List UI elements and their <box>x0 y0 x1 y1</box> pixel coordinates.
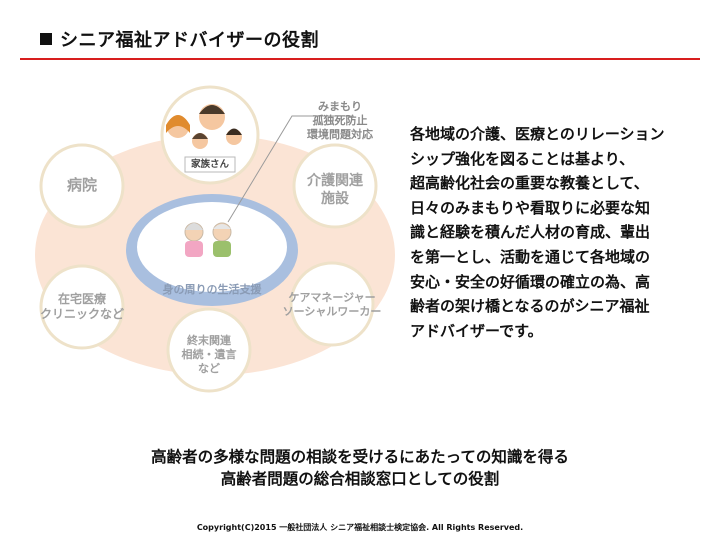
copyright-notice: Copyright(C)2015 一般社団法人 シニア福祉相談士検定協会. Al… <box>196 523 524 532</box>
end-of-life-label: 終末関連 相続・遺言 など <box>181 334 237 375</box>
inner-label: 身の周りの生活支援 <box>162 283 262 296</box>
hospital-label: 病院 <box>66 176 97 194</box>
mimamori-connector <box>227 115 352 223</box>
page-title: シニア福祉アドバイザーの役割 <box>40 26 319 52</box>
description-text: 各地域の介護、医療とのリレーション シップ強化を図ることは基より、 超高齢化社会… <box>410 125 665 340</box>
inner-core <box>137 202 287 292</box>
hospital-bubble <box>39 143 125 229</box>
role-summary: 高齢者の多様な問題の相談を受けるにあたっての知識を得る 高齢者問題の総合相談窓口… <box>151 448 569 488</box>
care-facility-bubble <box>292 143 378 229</box>
end-of-life-bubble <box>166 307 252 393</box>
family-label-box <box>184 156 236 173</box>
family-icon <box>166 104 242 149</box>
care-manager-label: ケアマネージャー ソーシャルワーカー <box>282 291 382 318</box>
home-care-label: 在宅医療 クリニックなど <box>39 292 124 321</box>
care-manager-bubble <box>289 261 375 347</box>
family-label: 家族さん <box>190 159 229 170</box>
home-care-bubble <box>39 264 125 350</box>
title-square-icon <box>40 33 52 45</box>
mimamori-label: みまもり 孤独死防止 環境問題対応 <box>307 100 373 141</box>
title-divider <box>20 58 700 60</box>
care-facility-label: 介護関連 施設 <box>307 173 363 207</box>
elderly-couple-icon <box>184 222 232 257</box>
